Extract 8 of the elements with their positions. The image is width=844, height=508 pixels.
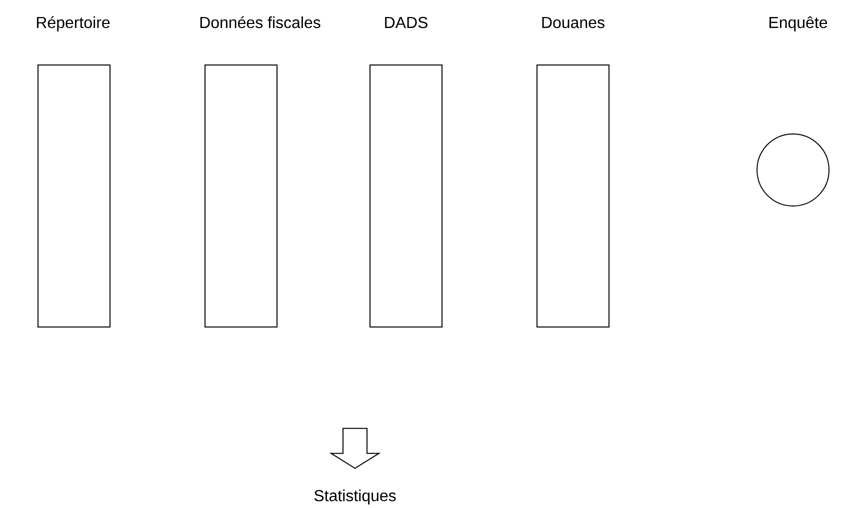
result-label: Statistiques (314, 490, 396, 504)
block-arrow (329, 428, 381, 469)
column-heading: DADS (385, 16, 428, 28)
column-heading: Douanes (542, 17, 604, 28)
column-heading: Répertoire (36, 16, 110, 32)
column-heading: Données fiscales (200, 16, 320, 28)
circle-shape (756, 134, 830, 206)
column-heading: Enquête (770, 16, 828, 32)
